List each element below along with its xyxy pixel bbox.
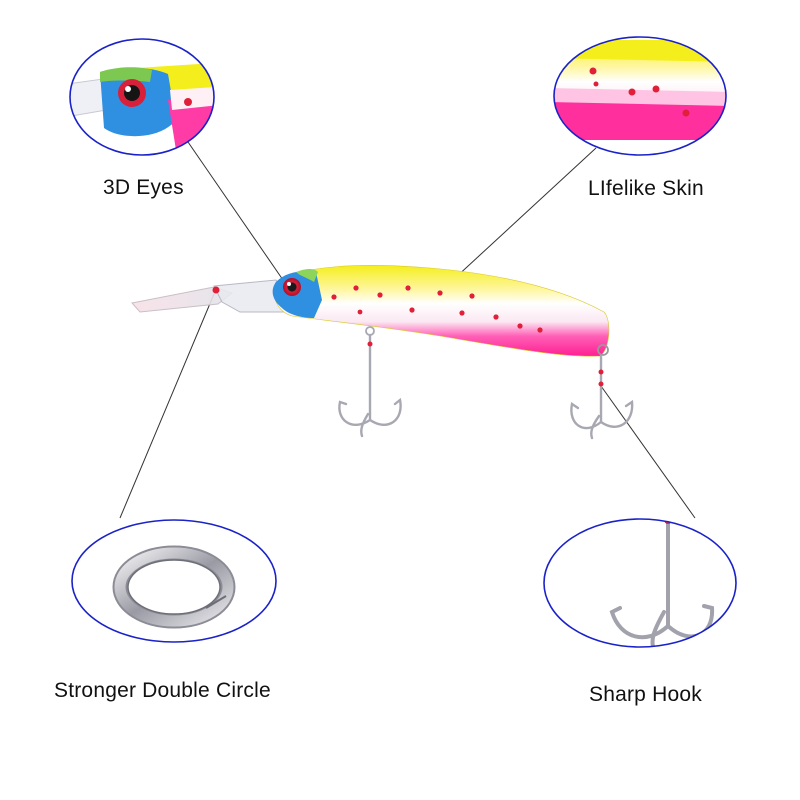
fishing-lure bbox=[131, 265, 634, 440]
eyes-connector bbox=[187, 141, 284, 281]
callout-skin bbox=[553, 36, 727, 156]
skin-circle bbox=[553, 36, 727, 156]
hook-connector bbox=[600, 385, 696, 519]
tail-hook bbox=[570, 354, 634, 440]
callout-eyes bbox=[69, 38, 215, 156]
line-tie-bead bbox=[212, 286, 220, 294]
hook-label: Sharp Hook bbox=[589, 683, 702, 706]
body-spots bbox=[331, 285, 543, 333]
ring-connector bbox=[119, 293, 215, 519]
belly-hook bbox=[338, 326, 402, 438]
ring-label: Stronger Double Circle bbox=[54, 679, 271, 702]
skin-label: LIfelike Skin bbox=[588, 177, 704, 200]
skin-detail-image bbox=[554, 37, 726, 155]
lure-eye bbox=[283, 278, 301, 296]
treble-hook-image bbox=[544, 519, 736, 647]
hook-circle bbox=[543, 518, 737, 648]
eye-detail-image bbox=[70, 39, 214, 155]
split-ring-image bbox=[72, 520, 276, 642]
skin-connector bbox=[440, 147, 597, 292]
callout-ring bbox=[71, 519, 277, 643]
eyes-label: 3D Eyes bbox=[103, 176, 184, 199]
eyes-circle bbox=[69, 38, 215, 156]
callout-hook bbox=[543, 518, 737, 648]
lure-body bbox=[273, 265, 610, 357]
ring-circle bbox=[71, 519, 277, 643]
tail-eyelet bbox=[597, 344, 609, 356]
callout-lines bbox=[119, 141, 696, 519]
